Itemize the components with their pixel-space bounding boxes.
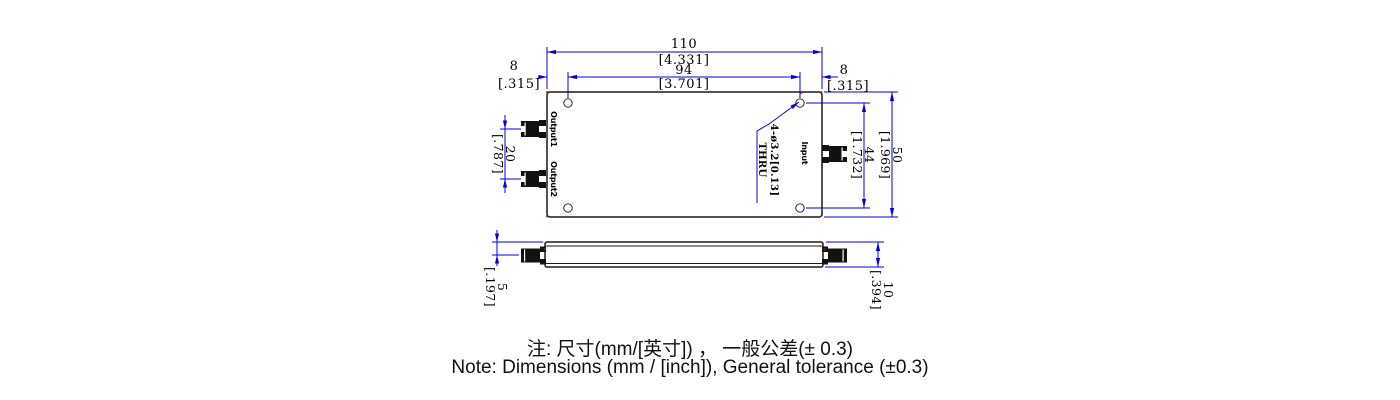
extension-lines-top [546, 47, 823, 98]
dim-thickness-10 [825, 241, 884, 268]
dim-width-inch: [1.969] [878, 131, 893, 179]
side-view: 5 [.197] 10 [.394] [483, 230, 896, 310]
dim-length-mm: 110 [671, 37, 697, 52]
dim-port-offset-mm: 5 [495, 283, 510, 291]
hole-callout-line1: 4-ø3.2[0.13] [768, 124, 779, 197]
input-connector [822, 145, 847, 163]
dim-hole-span-v-inch: [1.732] [850, 131, 865, 179]
dim-thickness-inch: [.394] [869, 270, 884, 310]
device-body-top-view [546, 91, 823, 218]
output1-label: Output1 [549, 111, 558, 147]
dim-port-offset-5 [492, 230, 543, 266]
dim-hole-span-94 [538, 74, 838, 80]
mounting-holes [563, 98, 805, 213]
dim-hole-span-mm: 94 [675, 63, 693, 78]
dim-port-spacing-inch: [.787] [491, 134, 506, 174]
dim-port-offset-inch: [.197] [483, 267, 498, 307]
device-body-side-view [544, 241, 824, 268]
dim-hole-span-v-mm: 44 [862, 147, 877, 164]
defpoint-marks [543, 91, 826, 251]
dim-length-110 [547, 49, 822, 55]
note-chinese: 注: 尺寸(mm/[英寸]) ， 一般公差(± 0.3) [526, 339, 854, 360]
dim-edge-right-mm: 8 [840, 63, 849, 78]
dim-thickness-mm: 10 [881, 282, 896, 299]
dim-length-inch: [4.331] [659, 53, 710, 68]
dim-hole-span-inch: [3.701] [659, 77, 710, 92]
hole-callout-leader [756, 101, 800, 203]
dim-edge-right-inch: [.315] [827, 79, 869, 94]
dim-hole-span-v-44 [806, 102, 870, 209]
note-english: Note: Dimensions (mm / [inch]), General … [451, 357, 929, 378]
output1-connector [521, 120, 546, 138]
dim-port-spacing-mm: 20 [503, 146, 518, 163]
side-left-connector [521, 246, 546, 265]
dim-edge-left-inch: [.315] [498, 77, 540, 92]
dim-port-spacing-20 [500, 115, 521, 193]
hole-callout-line2: THRU [756, 142, 767, 177]
dim-width-mm: 50 [890, 147, 905, 164]
top-view: Output1 Output2 Input 4-ø3.2[0.13] THRU … [491, 37, 905, 218]
side-right-connector [822, 246, 847, 265]
dim-width-50 [824, 91, 898, 218]
output2-label: Output2 [549, 161, 558, 197]
input-label: Input [800, 142, 809, 165]
dim-edge-left-mm: 8 [510, 59, 519, 74]
output2-connector [521, 170, 546, 188]
